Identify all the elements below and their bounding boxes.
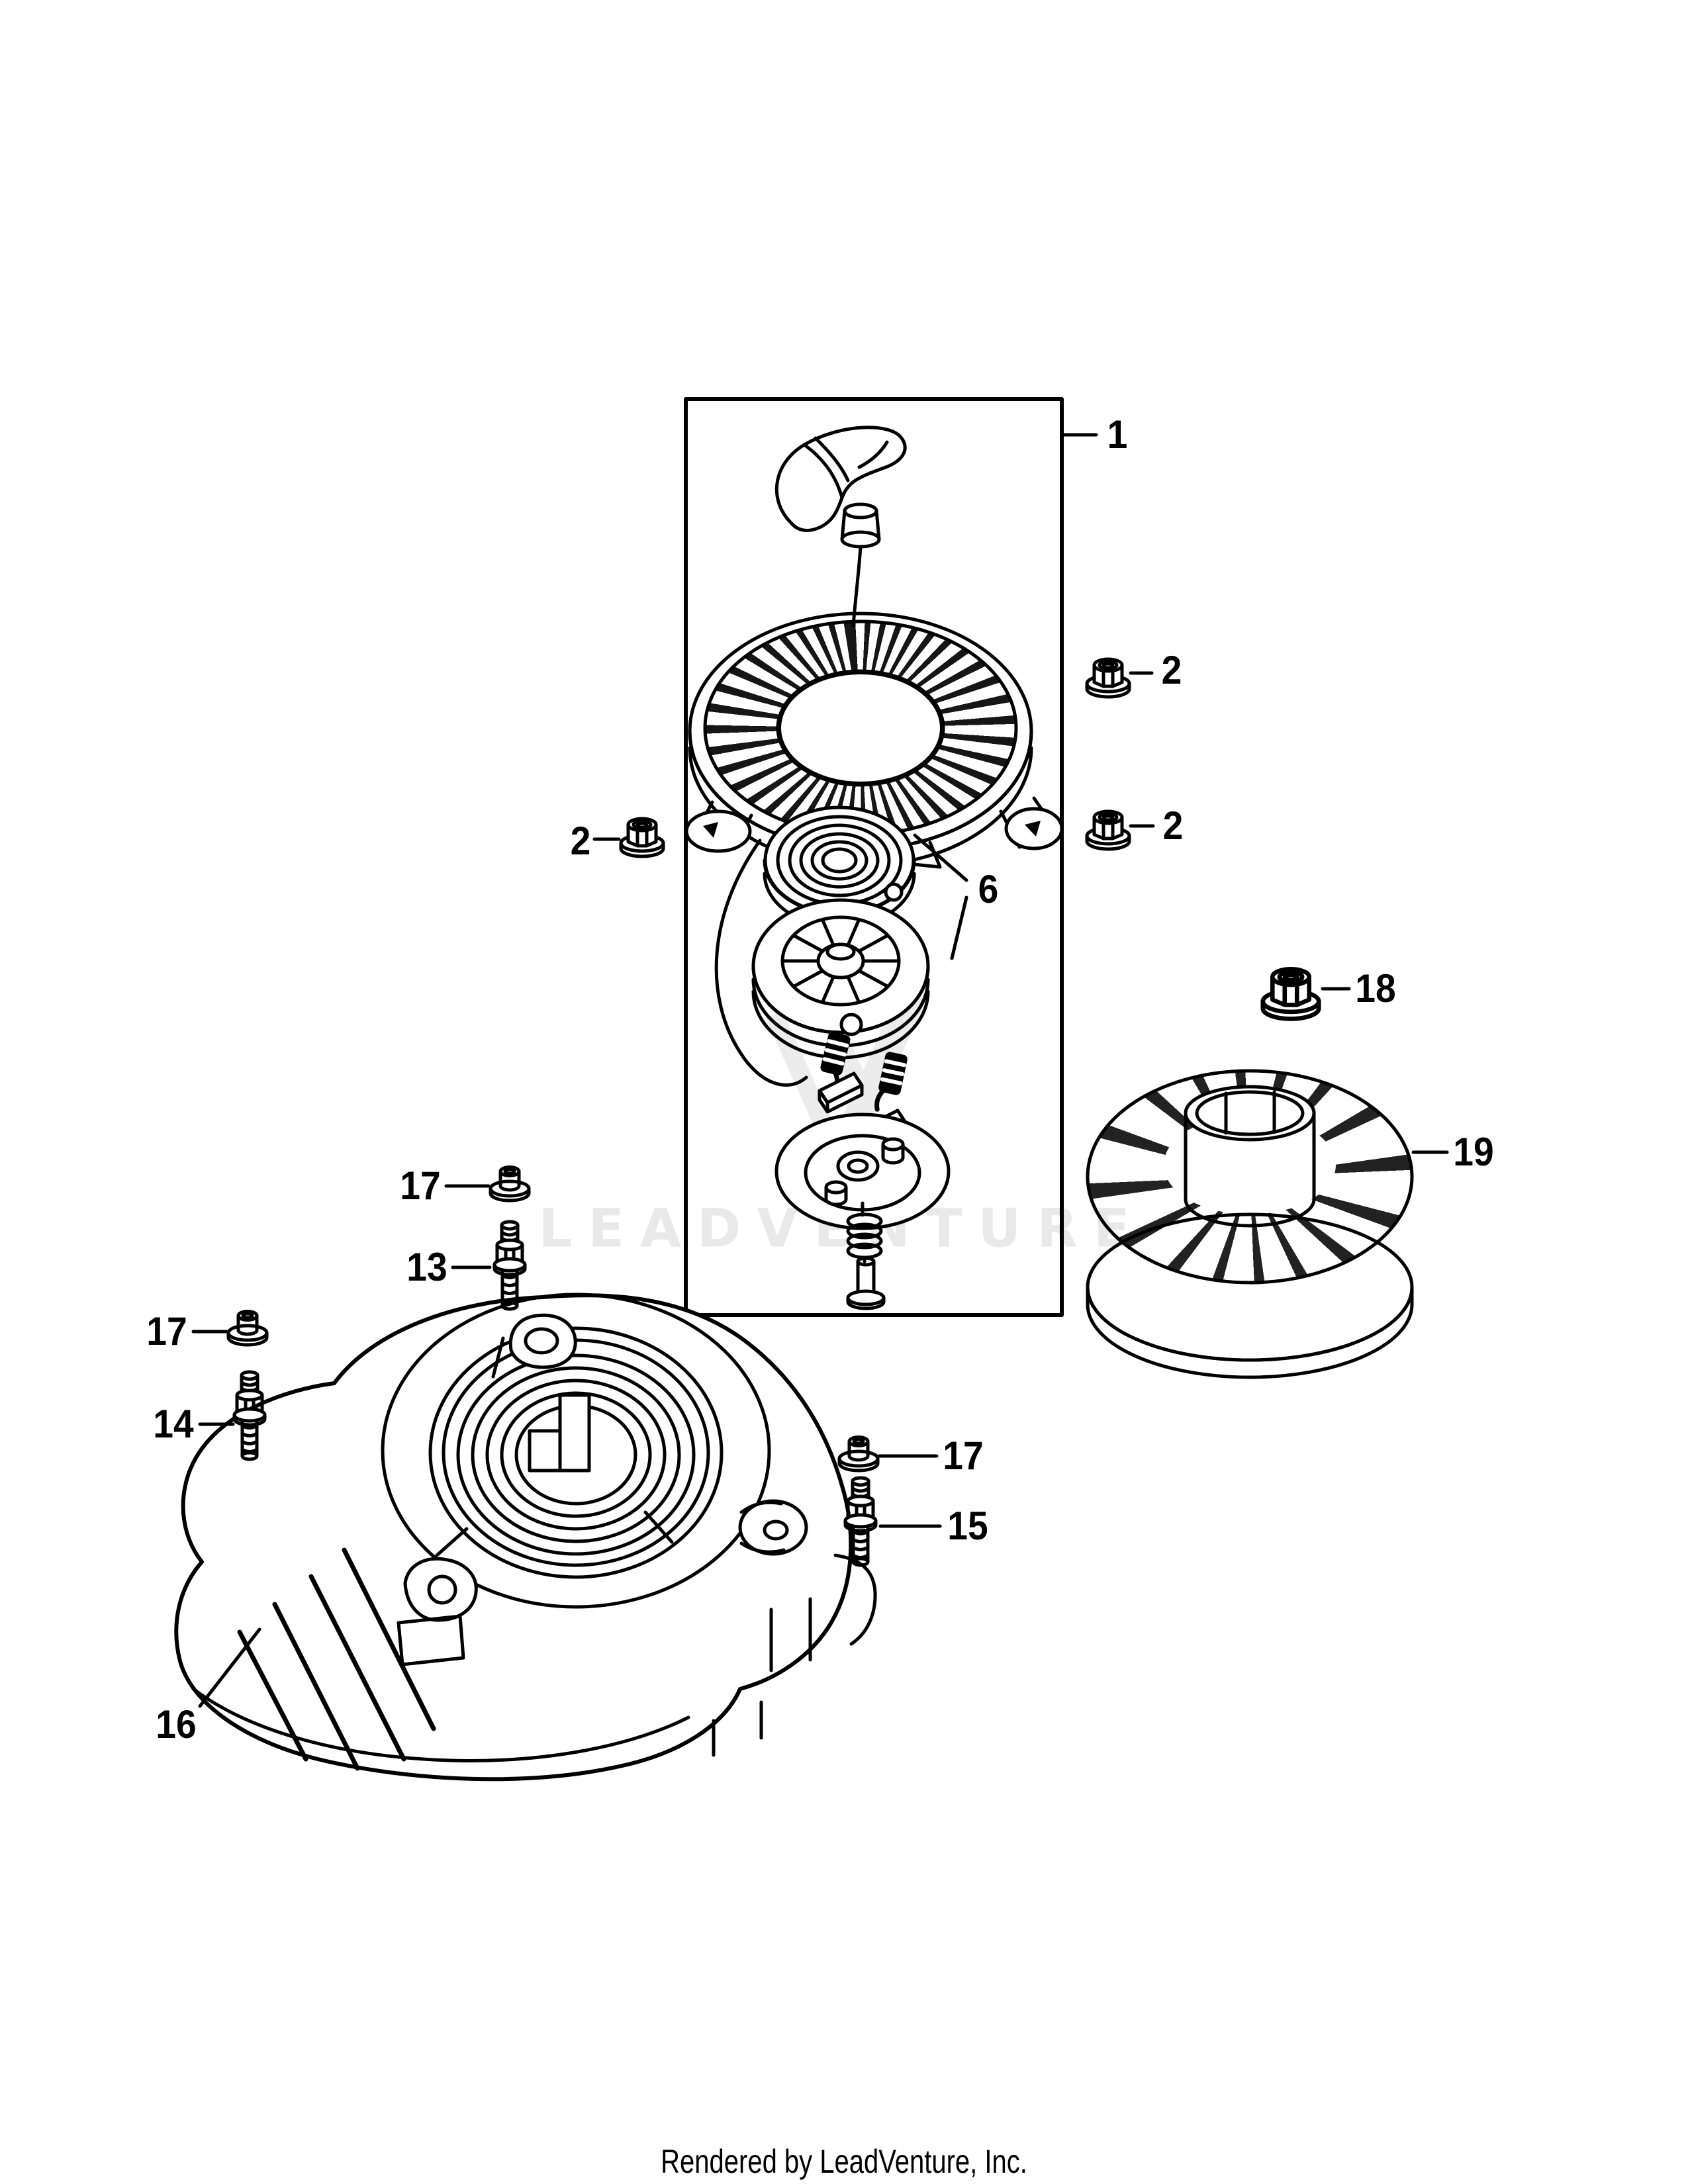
callout-14: 14 bbox=[153, 1402, 194, 1446]
callout-18: 18 bbox=[1355, 966, 1396, 1011]
blower-housing bbox=[174, 1293, 877, 1782]
hex-flange-nut-right-upper bbox=[1087, 659, 1129, 697]
flywheel-with-fan bbox=[1086, 1069, 1414, 1379]
callout-17-right: 17 bbox=[943, 1433, 984, 1478]
callout-13: 13 bbox=[406, 1245, 447, 1289]
callout-16: 16 bbox=[156, 1702, 197, 1747]
callout-17-left: 17 bbox=[146, 1309, 187, 1353]
flange-screw-right bbox=[839, 1437, 878, 1471]
hex-flange-nut-right-lower bbox=[1087, 811, 1129, 849]
callout-19: 19 bbox=[1453, 1130, 1494, 1174]
part-1-box bbox=[684, 397, 1064, 1317]
flange-screw-center bbox=[491, 1167, 529, 1201]
callout-17-center: 17 bbox=[400, 1163, 441, 1208]
callout-6: 6 bbox=[978, 867, 999, 911]
hex-flange-nut-left bbox=[621, 819, 663, 856]
starter-pulley-with-spring bbox=[751, 805, 930, 1060]
render-credit: Rendered by LeadVenture, Inc. bbox=[661, 2143, 1027, 2180]
callout-2-left: 2 bbox=[570, 819, 591, 863]
callout-15: 15 bbox=[947, 1504, 988, 1548]
flywheel-nut bbox=[1263, 969, 1319, 1019]
callout-1: 1 bbox=[1107, 412, 1128, 457]
flange-screw-left bbox=[228, 1312, 267, 1345]
starter-pawl-kit bbox=[774, 1032, 951, 1310]
stud-center bbox=[494, 1222, 525, 1309]
starter-handle bbox=[774, 426, 907, 627]
leader-lines bbox=[191, 433, 1449, 1708]
callout-2-upper: 2 bbox=[1161, 648, 1182, 692]
starter-rope bbox=[714, 839, 808, 1087]
callout-2-lower: 2 bbox=[1162, 803, 1184, 848]
